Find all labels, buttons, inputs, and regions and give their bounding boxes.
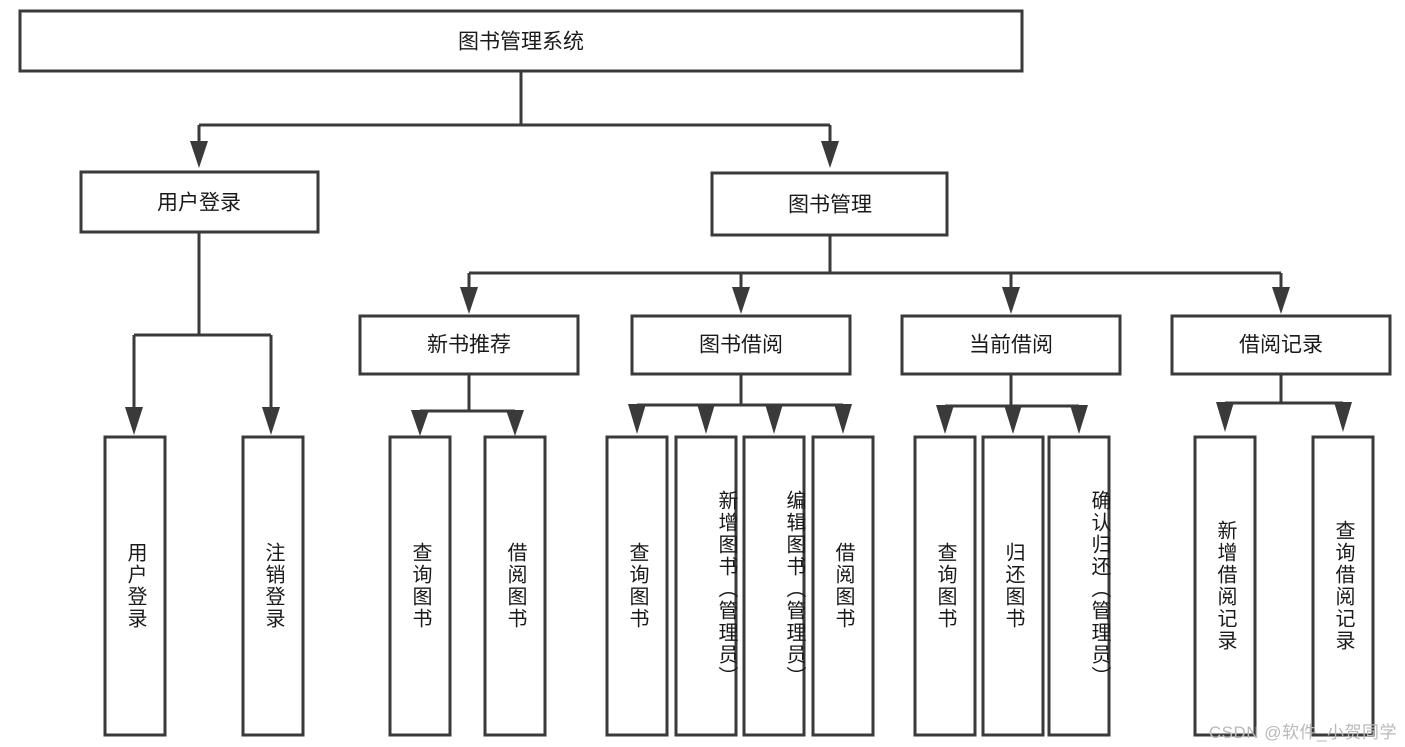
node-book-management-label: 图书管理	[788, 194, 872, 217]
node-new-book-recommend[interactable]: 新书推荐	[358, 314, 580, 376]
node-new-book-recommend-label: 新书推荐	[427, 334, 511, 357]
arrow-bookmgmt-c4-icon	[1272, 287, 1290, 314]
node-leaf-newbook-2-box[interactable]	[483, 435, 547, 737]
node-root-box	[18, 9, 1024, 73]
node-leaf-currentborrow-3-label: 确认归还（管理员）	[1088, 490, 1110, 688]
node-leaf-newbook-1-box[interactable]	[388, 435, 452, 737]
node-current-borrow[interactable]: 当前借阅	[900, 314, 1122, 376]
node-leaf-bookborrow-3-box[interactable]	[742, 435, 806, 737]
connector-group-book-borrow	[628, 374, 852, 434]
node-user-login[interactable]: 用户登录	[79, 170, 320, 234]
node-leaf-user-login-1-label: 用户登录	[124, 542, 146, 630]
node-leaf-bookborrow-1-label: 查询图书	[626, 542, 648, 630]
arrow-bookborrow-l3-icon	[765, 404, 783, 434]
arrow-borrowrecord-l1-icon	[1216, 402, 1234, 432]
arrow-bookmgmt-c2-icon	[732, 287, 750, 314]
node-leaf-currentborrow-2-box[interactable]	[981, 435, 1045, 737]
connector-group-borrow-record	[1216, 374, 1352, 432]
arrow-root-to-bookmgmt-icon	[821, 141, 839, 168]
node-leaf-newbook-2-label: 借阅图书	[504, 542, 526, 630]
node-user-login-label: 用户登录	[157, 192, 241, 215]
node-leaf-bookborrow-2-box[interactable]	[674, 435, 738, 737]
node-new-book-recommend-box	[358, 314, 580, 376]
node-leaf-bookborrow-2-label: 新增图书（管理员）	[715, 490, 737, 688]
arrow-bookmgmt-c3-icon	[1002, 287, 1020, 314]
node-borrow-record[interactable]: 借阅记录	[1170, 314, 1392, 376]
connector-group-root	[190, 71, 839, 168]
node-leaf-bookborrow-4-box[interactable]	[811, 435, 875, 737]
node-user-login-box	[79, 170, 320, 234]
arrow-borrowrecord-l2-icon	[1334, 402, 1352, 432]
node-current-borrow-label: 当前借阅	[969, 334, 1053, 357]
node-leaf-currentborrow-3-box[interactable]	[1047, 435, 1111, 737]
node-current-borrow-box	[900, 314, 1122, 376]
node-book-management-box	[710, 171, 949, 237]
node-leaf-user-login-1-box[interactable]	[103, 435, 167, 737]
node-leaf-borrowrecord-1-label: 新增借阅记录	[1214, 520, 1236, 652]
arrow-login-leaf2-icon	[262, 407, 280, 435]
node-borrow-record-box	[1170, 314, 1392, 376]
node-leaf-newbook-1-label: 查询图书	[409, 542, 431, 630]
node-leaf-currentborrow-2-label: 归还图书	[1002, 542, 1024, 630]
node-leaf-user-login-2-label: 注销登录	[262, 542, 284, 630]
node-root-label: 图书管理系统	[458, 31, 584, 54]
connector-group-book-management	[460, 235, 1290, 314]
node-book-management[interactable]: 图书管理	[710, 171, 949, 237]
arrow-newbook-l1-icon	[411, 410, 429, 436]
node-book-borrow[interactable]: 图书借阅	[630, 314, 852, 376]
csdn-watermark: CSDN @软件_小贺同学	[1208, 723, 1397, 742]
node-leaf-borrowrecord-2-box[interactable]	[1311, 435, 1375, 737]
node-leaf-borrowrecord-2-label: 查询借阅记录	[1332, 520, 1354, 652]
node-leaf-borrowrecord-1-box[interactable]	[1193, 435, 1257, 737]
connector-group-user-login	[125, 232, 280, 435]
arrow-login-leaf1-icon	[125, 407, 143, 435]
arrow-bookborrow-l2-icon	[697, 404, 715, 434]
arrow-bookborrow-l1-icon	[628, 404, 646, 434]
arrow-bookmgmt-c1-icon	[460, 287, 478, 314]
node-leaf-bookborrow-3-label: 编辑图书（管理员）	[783, 490, 805, 688]
node-root-system[interactable]: 图书管理系统	[18, 9, 1024, 73]
arrow-bookborrow-l4-icon	[834, 404, 852, 434]
arrow-currentborrow-l3-icon	[1070, 405, 1088, 434]
node-leaf-bookborrow-1-box[interactable]	[605, 435, 669, 737]
connector-group-new-book	[411, 374, 524, 436]
connector-group-current-borrow	[936, 374, 1088, 434]
arrow-root-to-login-icon	[190, 141, 208, 168]
node-leaf-bookborrow-4-label: 借阅图书	[832, 542, 854, 630]
node-book-borrow-box	[630, 314, 852, 376]
node-leaf-currentborrow-1-label: 查询图书	[934, 542, 956, 630]
node-leaf-user-login-2-box[interactable]	[241, 435, 305, 737]
node-borrow-record-label: 借阅记录	[1239, 334, 1323, 357]
node-leaf-currentborrow-1-box[interactable]	[913, 435, 977, 737]
arrow-currentborrow-l1-icon	[936, 405, 954, 434]
arrow-newbook-l2-icon	[506, 410, 524, 436]
arrow-currentborrow-l2-icon	[1004, 405, 1022, 434]
node-book-borrow-label: 图书借阅	[699, 334, 783, 357]
